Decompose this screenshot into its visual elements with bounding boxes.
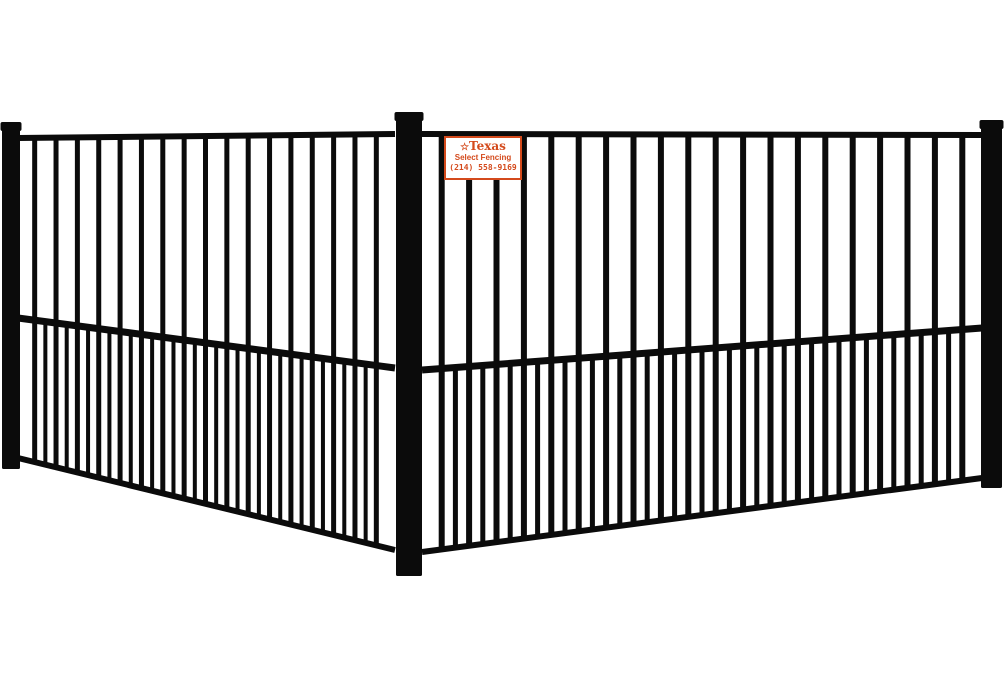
short-picket: [836, 338, 842, 497]
short-picket: [150, 335, 155, 491]
fence-rails: [17, 131, 983, 555]
short-picket: [107, 329, 112, 480]
short-picket: [192, 341, 197, 502]
right-top-rail: [421, 131, 983, 138]
tall-picket: [181, 136, 187, 499]
short-picket: [320, 359, 325, 534]
tall-picket: [931, 134, 938, 484]
short-picket: [452, 367, 458, 549]
tall-picket: [603, 134, 610, 528]
short-picket: [617, 355, 623, 527]
right-end-post: [981, 124, 1002, 488]
tall-picket: [224, 135, 230, 510]
tall-picket: [685, 134, 692, 517]
short-picket: [644, 353, 650, 523]
short-picket: [781, 342, 787, 504]
company-sign: ☆Texas Select Fencing (214) 558-9169: [444, 136, 522, 180]
tall-picket: [822, 134, 829, 499]
short-picket: [43, 320, 48, 464]
tall-picket: [794, 134, 801, 503]
short-picket: [235, 347, 240, 513]
tall-picket: [657, 134, 664, 521]
short-picket: [128, 332, 133, 486]
tall-picket: [575, 134, 582, 532]
left-top-rail: [17, 131, 396, 141]
short-picket: [535, 361, 541, 538]
short-picket: [480, 365, 486, 545]
tall-picket: [288, 135, 294, 526]
tall-picket: [373, 134, 379, 548]
left-bottom-rail: [17, 455, 396, 553]
tall-picket: [630, 134, 637, 525]
tall-picket: [520, 134, 527, 540]
corner-post-cap: [394, 112, 424, 121]
sign-brand-row: ☆Texas: [446, 140, 520, 154]
tall-picket: [138, 136, 144, 488]
short-picket: [809, 340, 815, 501]
short-picket: [299, 356, 304, 529]
tall-picket: [767, 134, 774, 506]
short-picket: [589, 357, 595, 530]
tall-picket: [96, 137, 102, 477]
tall-picket: [548, 134, 555, 536]
tall-picket: [74, 137, 80, 472]
right-panel-pickets: [438, 134, 966, 551]
left-panel-pickets: [32, 134, 379, 548]
tall-picket: [267, 135, 273, 521]
sign-phone: (214) 558-9169: [449, 162, 517, 172]
short-picket: [363, 365, 368, 545]
tall-picket: [493, 134, 500, 543]
tall-picket: [877, 134, 884, 491]
tall-picket: [712, 134, 719, 514]
tall-picket: [160, 136, 166, 494]
right-end-post-cap: [979, 120, 1004, 129]
short-picket: [754, 344, 760, 508]
tall-picket: [245, 135, 251, 515]
short-picket: [171, 338, 176, 496]
left-end-post-cap: [0, 122, 22, 131]
short-picket: [918, 332, 924, 486]
short-picket: [86, 326, 91, 475]
short-picket: [891, 334, 897, 490]
right-middle-rail: [421, 324, 983, 374]
short-picket: [863, 336, 869, 493]
tall-picket: [32, 137, 38, 461]
tall-picket: [904, 134, 911, 488]
short-picket: [726, 346, 732, 512]
tall-picket: [849, 134, 856, 495]
sign-company-name: Select Fencing: [454, 152, 512, 162]
short-picket: [342, 362, 347, 540]
tall-picket: [203, 136, 208, 504]
tall-picket: [740, 134, 747, 510]
right-bottom-rail: [421, 475, 983, 555]
short-picket: [64, 323, 69, 469]
tall-picket: [309, 134, 315, 532]
short-picket: [699, 349, 705, 515]
star-icon: ☆: [460, 142, 470, 153]
short-picket: [672, 351, 678, 519]
tall-picket: [117, 136, 123, 483]
tall-picket: [438, 134, 445, 551]
short-picket: [507, 363, 513, 541]
short-picket: [562, 359, 568, 534]
short-picket: [278, 353, 283, 523]
short-picket: [256, 350, 261, 518]
corner-post: [396, 116, 422, 576]
left-end-post: [2, 126, 20, 469]
short-picket: [946, 330, 952, 482]
fence-posts: [0, 112, 1004, 576]
sign-brand: Texas: [469, 139, 506, 153]
tall-picket: [466, 134, 473, 547]
tall-picket: [352, 134, 358, 542]
tall-picket: [331, 134, 337, 537]
tall-picket: [959, 134, 966, 480]
short-picket: [214, 344, 219, 507]
tall-picket: [53, 137, 59, 467]
left-middle-rail: [17, 314, 396, 372]
